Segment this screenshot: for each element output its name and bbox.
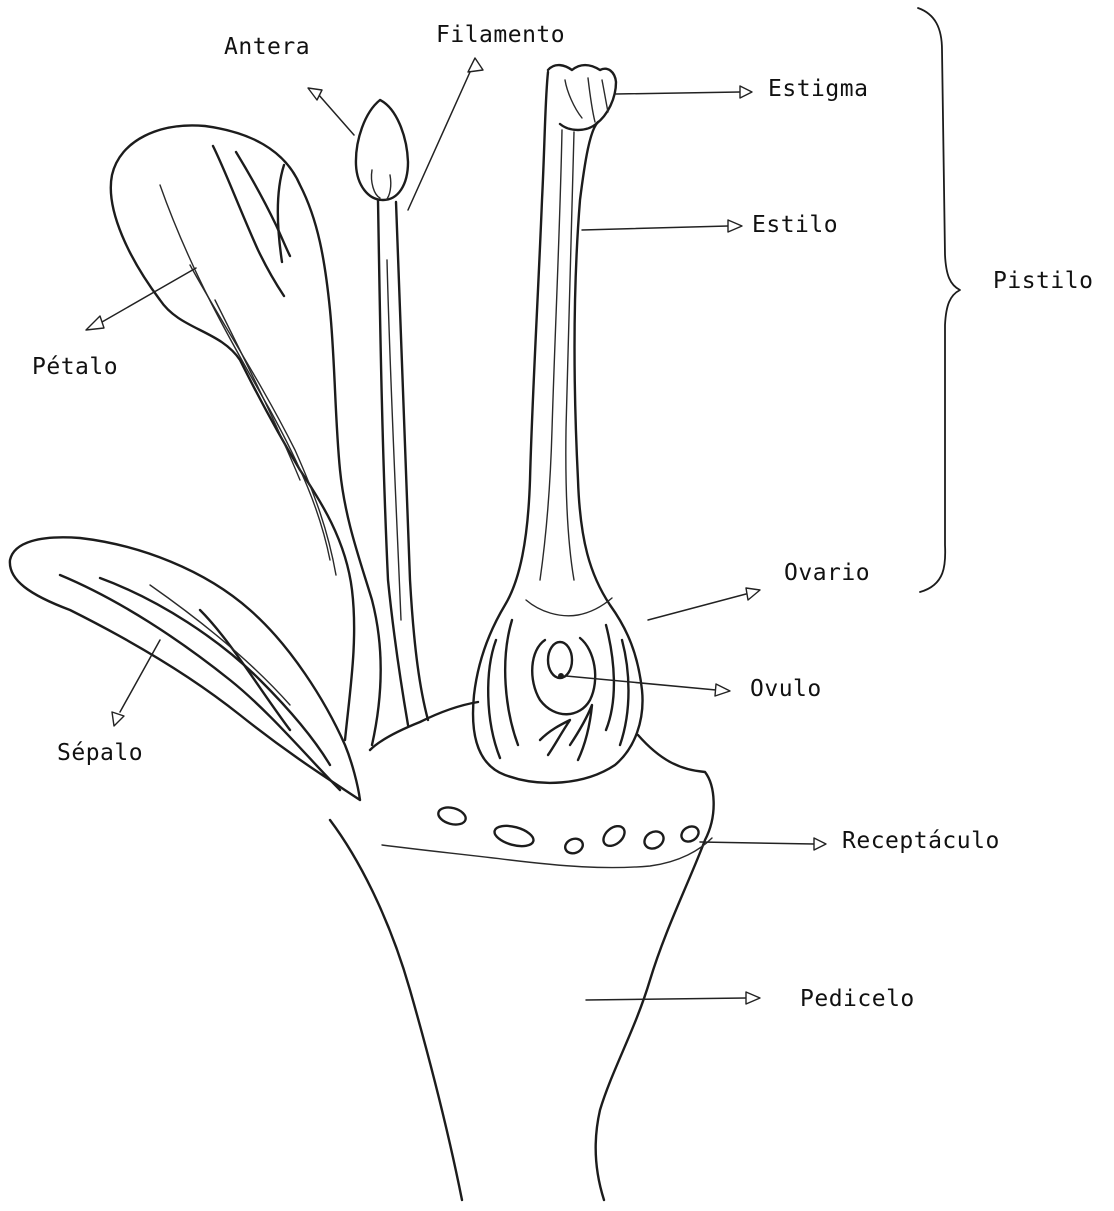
label-petalo: Pétalo bbox=[32, 356, 118, 379]
label-receptaculo: Receptáculo bbox=[842, 830, 1000, 853]
petal-shape bbox=[111, 125, 381, 745]
label-estigma: Estigma bbox=[768, 78, 868, 101]
receptacle-shape bbox=[330, 702, 714, 1200]
estilo-leader bbox=[582, 220, 742, 232]
label-estilo: Estilo bbox=[752, 214, 838, 237]
sepalo-leader bbox=[112, 640, 160, 726]
label-filamento: Filamento bbox=[436, 24, 565, 47]
pistil-shape bbox=[473, 65, 642, 783]
pedicelo-leader bbox=[586, 992, 760, 1004]
receptaculo-leader bbox=[700, 838, 826, 850]
label-antera: Antera bbox=[224, 36, 310, 59]
petalo-leader bbox=[86, 268, 196, 330]
ovulo-leader bbox=[566, 676, 730, 696]
label-pedicelo: Pedicelo bbox=[800, 988, 915, 1011]
stamen-shape bbox=[356, 100, 428, 725]
estigma-leader bbox=[616, 86, 752, 98]
label-ovario: Ovario bbox=[784, 562, 870, 585]
label-ovulo: Ovulo bbox=[750, 678, 822, 701]
label-pistilo: Pistilo bbox=[993, 270, 1093, 293]
antera-leader bbox=[308, 88, 354, 135]
pistilo-bracket bbox=[918, 8, 960, 592]
filamento-leader bbox=[408, 58, 483, 210]
ovario-leader bbox=[648, 588, 760, 620]
label-sepalo: Sépalo bbox=[57, 742, 143, 765]
